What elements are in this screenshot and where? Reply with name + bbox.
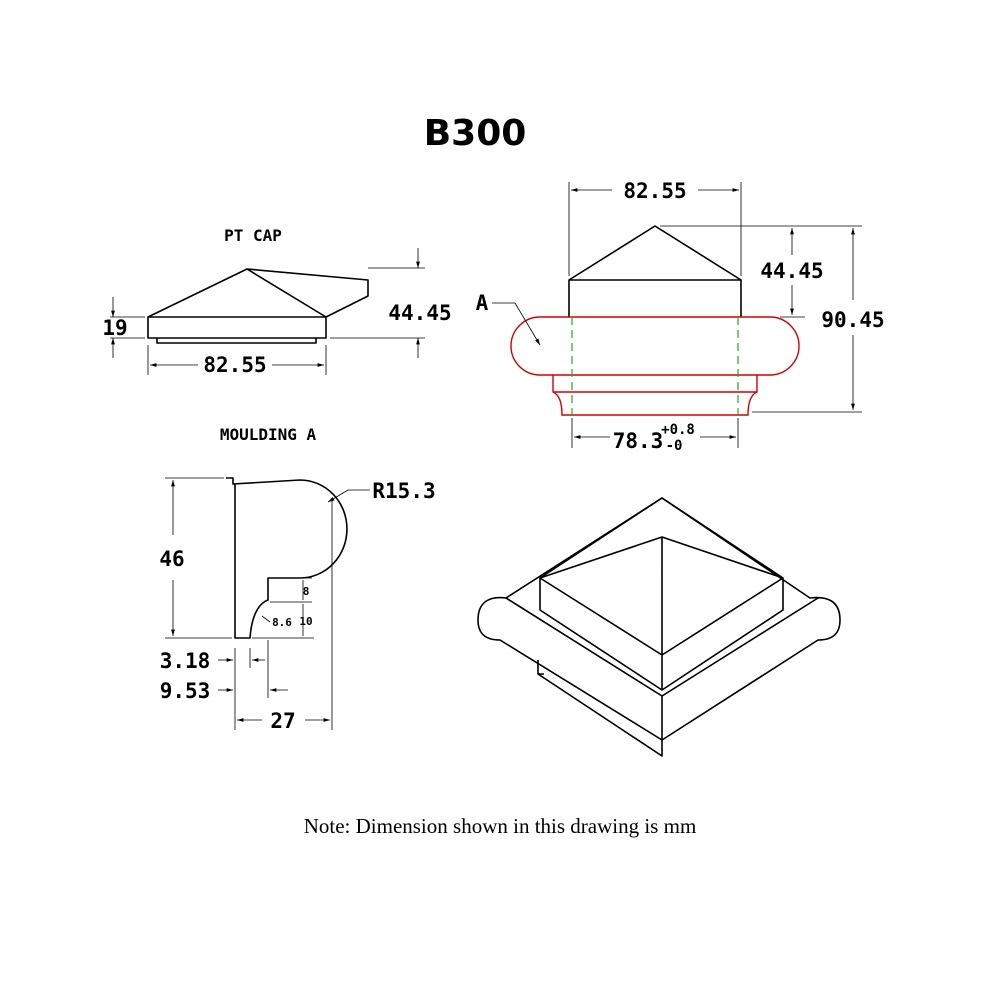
moulding-8-dim: 8 <box>303 585 310 598</box>
moulding-notch-ext <box>252 577 314 639</box>
moulding-a-label: MOULDING A <box>220 425 317 444</box>
isometric-view <box>477 497 841 757</box>
pt-cap-width-dim: 82.55 <box>203 353 266 377</box>
assembly-cap-height-ext <box>660 225 862 318</box>
pt-cap-extension-lines <box>110 267 425 375</box>
moulding-3-18-dim: 3.18 <box>160 649 211 673</box>
pt-cap-base-dim: 19 <box>102 316 127 340</box>
moulding-radius-dim: R15.3 <box>372 479 435 503</box>
assembly-top-ext <box>568 182 742 276</box>
moulding-8-6-leader <box>261 615 271 623</box>
assembly-moulding-outline <box>510 316 800 416</box>
pt-cap-height-dim: 44.45 <box>388 301 451 325</box>
moulding-height-dim: 46 <box>159 547 184 571</box>
assembly-section-view: A 82.55 44.45 90.45 78.3 +0.8 -0 <box>476 179 885 454</box>
moulding-profile <box>226 477 348 639</box>
moulding-9-53-dim: 9.53 <box>160 679 211 703</box>
callout-a-leader <box>492 302 541 346</box>
assembly-bottom-tol-minus: -0 <box>666 438 683 454</box>
assembly-top-dim: 82.55 <box>623 179 686 203</box>
assembly-moulding-inner <box>553 374 757 393</box>
iso-pyramid <box>539 536 784 655</box>
moulding-a-view: MOULDING A 46 R15.3 8 10 8.6 3.18 9.53 2 <box>159 425 435 733</box>
moulding-27-dim: 27 <box>270 709 295 733</box>
pt-cap-view: PT CAP 44.45 19 82.55 <box>102 226 451 377</box>
pt-cap-label: PT CAP <box>224 226 282 245</box>
pt-cap-outline <box>147 268 369 344</box>
assembly-bottom-dim: 78.3 <box>613 429 664 453</box>
iso-base-top <box>505 597 819 740</box>
assembly-cap-dim: 44.45 <box>760 259 823 283</box>
moulding-radius-leader <box>327 489 370 503</box>
moulding-height-ext <box>165 477 232 639</box>
iso-base-outer <box>477 497 841 741</box>
assembly-cap <box>568 225 742 317</box>
moulding-bottom-ext <box>234 500 333 730</box>
assembly-bottom-ext <box>571 418 739 448</box>
units-note: Note: Dimension shown in this drawing is… <box>304 814 697 838</box>
drawing-title: B300 <box>424 113 527 154</box>
callout-a: A <box>476 291 489 315</box>
assembly-total-dim: 90.45 <box>821 308 884 332</box>
moulding-10-dim: 10 <box>299 615 312 628</box>
iso-base-bottom <box>537 660 663 757</box>
assembly-bottom-tol-plus: +0.8 <box>661 422 695 438</box>
moulding-8-6-dim: 8.6 <box>272 616 292 629</box>
